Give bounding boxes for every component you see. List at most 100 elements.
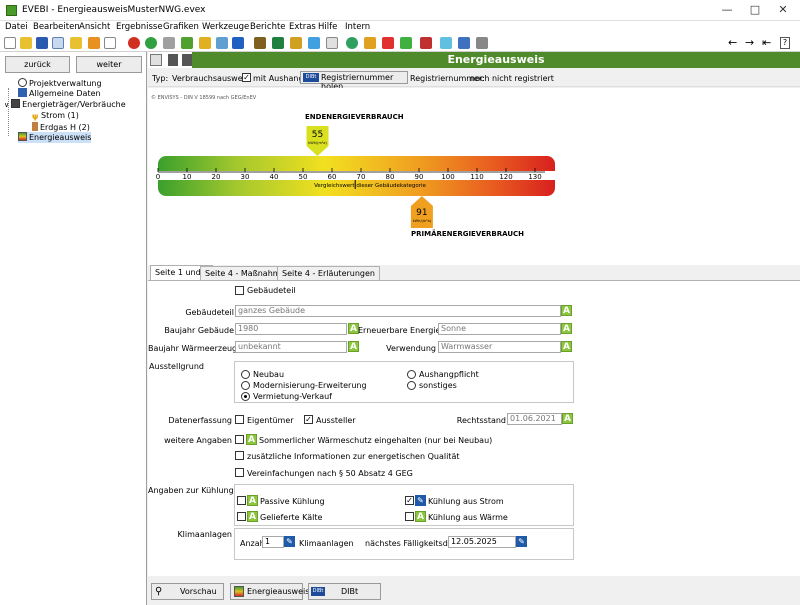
radio-sonstiges[interactable] <box>407 381 416 390</box>
menu-werkzeuge[interactable]: Werkzeuge <box>202 22 250 32</box>
collapse-icon[interactable] <box>150 54 162 66</box>
auto-badge[interactable]: A <box>246 434 257 445</box>
chart-icon[interactable] <box>290 37 302 49</box>
baujahr-input[interactable]: 1980 <box>235 323 347 335</box>
eigentuemer-checkbox[interactable] <box>235 415 244 424</box>
menu-ansicht[interactable]: Ansicht <box>79 22 111 32</box>
zoom-icon[interactable] <box>346 37 358 49</box>
passiv-checkbox[interactable] <box>237 496 246 505</box>
star-icon[interactable] <box>382 37 394 49</box>
sun-icon[interactable] <box>364 37 376 49</box>
map-icon[interactable] <box>458 37 470 49</box>
register-button[interactable]: DIBt Registriernummer holen <box>300 71 408 91</box>
edit-icon[interactable]: ✎ <box>284 536 295 547</box>
radio-aushangpflicht[interactable] <box>407 370 416 379</box>
aussteller-checkbox[interactable]: ✓ <box>304 415 313 424</box>
anzahl-input[interactable]: 1 <box>262 536 284 548</box>
sheet-icon[interactable] <box>308 37 320 49</box>
strom-checkbox[interactable]: ✓ <box>405 496 414 505</box>
water-icon[interactable] <box>440 37 452 49</box>
tree-item-energieausweis[interactable]: Energieausweis <box>18 132 92 143</box>
auto-badge[interactable]: A <box>561 323 572 334</box>
new-icon[interactable] <box>4 37 16 49</box>
copy-icon[interactable] <box>52 37 64 49</box>
check-icon[interactable] <box>181 37 193 49</box>
auto-badge[interactable]: A <box>247 495 258 506</box>
menu-hilfe[interactable]: Hilfe <box>318 22 338 32</box>
chevron-down-icon[interactable]: ∨ <box>4 101 10 109</box>
auto-badge[interactable]: A <box>562 413 573 424</box>
gebaeudeteil-input[interactable]: ganzes Gebäude <box>235 305 561 317</box>
auto-badge[interactable]: A <box>415 511 426 522</box>
back-button[interactable]: zurück <box>5 56 70 73</box>
radio-vermietung[interactable] <box>241 392 250 401</box>
minimize-button[interactable]: — <box>721 3 733 16</box>
next-button[interactable]: weiter <box>76 56 142 73</box>
plant-icon[interactable] <box>400 37 412 49</box>
undo-icon[interactable] <box>128 37 140 49</box>
menu-datei[interactable]: Datei <box>5 22 28 32</box>
table-icon[interactable] <box>216 37 228 49</box>
tree-item-projektverwaltung[interactable]: Projektverwaltung <box>18 78 102 89</box>
help-icon[interactable]: ? <box>780 37 790 49</box>
arrow-right-icon[interactable]: → <box>745 36 755 49</box>
auto-badge[interactable]: A <box>348 323 359 334</box>
waerme-checkbox[interactable] <box>405 512 414 521</box>
edit-icon[interactable]: ✎ <box>415 495 426 506</box>
lightning-icon: ψ <box>32 112 39 121</box>
menu-berichte[interactable]: Berichte <box>250 22 286 32</box>
radio-neubau[interactable] <box>241 370 250 379</box>
gebaeudeteil-checkbox[interactable] <box>235 286 244 295</box>
building-icon[interactable] <box>254 37 266 49</box>
export-icon[interactable] <box>88 37 100 49</box>
auto-badge[interactable]: A <box>561 341 572 352</box>
auto-badge[interactable]: A <box>561 305 572 316</box>
zusatz-checkbox[interactable] <box>235 451 244 460</box>
copyright: © ENVISYS - DIN V 18599 nach GEG/EnEV <box>151 95 257 101</box>
menu-extras[interactable]: Extras <box>289 22 316 32</box>
radio-modernisierung[interactable] <box>241 381 250 390</box>
tab-erlaeuterungen[interactable]: Seite 4 - Erläuterungen <box>277 266 380 280</box>
menu-ergebnisse[interactable]: Ergebnisse <box>116 22 163 32</box>
erneuerbar-input[interactable]: Sonne <box>438 323 561 335</box>
verwendung-input[interactable]: Warmwasser <box>438 341 561 353</box>
save-doc-icon[interactable] <box>182 54 192 66</box>
auto-badge[interactable]: A <box>348 341 359 352</box>
tree-item-energietraeger[interactable]: ∨Energieträger/Verbräuche <box>4 99 126 109</box>
redo-icon[interactable] <box>145 37 157 49</box>
sum-icon[interactable] <box>232 37 244 49</box>
geliefert-checkbox[interactable] <box>237 512 246 521</box>
vorschau-button[interactable]: ⚲ Vorschau <box>151 583 224 600</box>
rechtsstand-input[interactable]: 01.06.2021 <box>507 413 562 425</box>
grid-icon[interactable] <box>326 37 338 49</box>
calculator-icon[interactable] <box>476 37 488 49</box>
save-icon[interactable] <box>36 37 48 49</box>
menu-bearbeiten[interactable]: Bearbeiten <box>33 22 80 32</box>
dena-icon[interactable] <box>104 37 116 49</box>
aushang-checkbox[interactable]: ✓ <box>242 73 251 82</box>
tree-item-erdgas[interactable]: Erdgas H (2) <box>32 122 90 133</box>
tree-icon[interactable] <box>272 37 284 49</box>
tree-item-allgemeine-daten[interactable]: Allgemeine Daten <box>18 88 101 99</box>
close-button[interactable]: ✕ <box>778 3 788 16</box>
open-icon[interactable] <box>20 37 32 49</box>
maximize-button[interactable]: □ <box>749 3 761 16</box>
auto-badge[interactable]: A <box>247 511 258 522</box>
sommer-checkbox[interactable] <box>235 435 244 444</box>
vereinfachung-checkbox[interactable] <box>235 468 244 477</box>
warning-icon[interactable] <box>420 37 432 49</box>
energieausweis-button[interactable]: Energieausweis <box>230 583 309 600</box>
calc-icon[interactable] <box>199 37 211 49</box>
dibt-button[interactable]: DIBt DIBt <box>308 583 381 600</box>
wand-icon[interactable] <box>163 37 175 49</box>
arrow-left-icon[interactable]: ← <box>728 36 738 49</box>
back-home-icon[interactable]: ⇤ <box>762 36 772 49</box>
print-icon[interactable] <box>168 54 178 66</box>
menu-grafiken[interactable]: Grafiken <box>163 22 199 32</box>
folder-icon[interactable] <box>70 37 82 49</box>
faellig-input[interactable]: 12.05.2025 <box>448 536 516 548</box>
menu-intern[interactable]: Intern <box>345 22 371 32</box>
edit-icon[interactable]: ✎ <box>516 536 527 547</box>
baujahr-wez-input[interactable]: unbekannt <box>235 341 347 353</box>
